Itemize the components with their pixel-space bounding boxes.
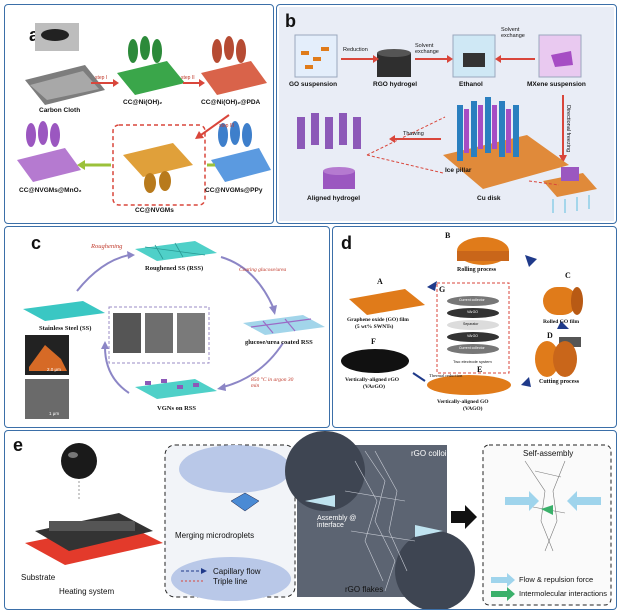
label-two-electrode: Two electrode system [453,359,492,364]
device-layer-5: Current collector [459,346,485,350]
arrow-solvent-exchange-1: Solvent exchange [415,43,439,55]
panel-d-graphic [341,237,583,395]
label-va-go-sub: (VAGO) [463,406,483,412]
panel-d: d A B C D E F G [332,226,617,428]
letter-C: C [565,271,571,280]
label-va-go: Vertically-aligned GO [437,399,489,405]
panel-label-b: b [285,11,296,31]
label-ethanol: Ethanol [459,81,483,88]
label-step1: step I [95,75,108,81]
label-rolling: Rolling process [457,267,497,273]
label-cc-nvgms-mno2: CC@NVGMs@MnO₂ [19,187,82,194]
panel-label-d: d [341,233,352,253]
letter-G: G [439,285,446,294]
label-rgo-flakes: rGO flakes [345,585,384,594]
label-thermal: Thermal reduction [429,373,463,378]
label-glucose-urea: glucose/urea coated RSS [245,339,313,346]
label-go-film: Graphene oxide (GO) film [347,317,409,323]
arrow-reduction: Reduction [343,47,368,53]
label-triple: Triple line [213,577,248,586]
letter-A: A [377,277,383,286]
letter-F: F [371,337,376,346]
label-cc-ni-oh2-pda: CC@Ni(OH)₂@PDA [201,99,261,106]
panel-e: e [4,430,617,610]
device-layer-3: Separator [463,322,479,326]
label-step2: step II [181,75,195,81]
label-go-film-sub: (5 wt% SWNTs) [355,324,394,330]
label-go-suspension: GO suspension [289,81,338,88]
arrow-anneal: 850 °C in argon 30 min [251,377,294,389]
panel-c: c Stainless Steel (SS) Roughened SS (RSS… [4,226,330,428]
label-flow-force: Flow & repulsion force [519,575,594,584]
arrow-coating: Coating glucose/urea [239,267,287,273]
letter-B: B [445,231,451,240]
device-layer-2: VArGO [467,310,479,314]
label-cc-nvgms-ppy: CC@NVGMs@PPy [205,187,263,194]
label-carbon-cloth: Carbon Cloth [39,107,81,114]
letter-E: E [477,365,483,374]
panel-label-c: c [31,233,42,253]
panel-label-e: e [13,435,24,455]
panel-e-graphic [25,431,612,609]
panel-a-graphic [17,23,271,206]
label-self-assembly: Self-assembly [523,449,574,458]
label-vgns-on-rss: VGNs on RSS [157,405,197,412]
label-rolled-go: Rolled GO film [543,319,580,325]
label-cc-ni-oh2: CC@Ni(OH)₂ [123,99,163,106]
arrow-roughening: Roughening [91,243,123,250]
label-intermolecular: Intermolecular interactions [519,589,607,598]
panel-b: b GO suspension RGO hydrogel Ethanol MXe… [276,4,617,224]
device-layer-1: Current collector [459,298,485,302]
label-aligned-hydrogel: Aligned hydrogel [307,195,361,202]
label-cu-disk: Cu disk [477,195,501,202]
panel-b-graphic [279,7,614,221]
scale-bar-afm: 2.0 μm [47,367,61,372]
label-cutting: Cutting process [539,379,580,385]
letter-D: D [547,331,553,340]
label-heating: Heating system [59,587,115,596]
label-va-rgo-sub: (VArGO) [363,384,385,390]
label-va-rgo: Vertically-aligned rGO [345,377,400,383]
label-roughened-ss: Roughened SS (RSS) [145,265,204,272]
device-layer-4: VArGO [467,334,479,338]
panel-c-graphic [23,241,325,419]
scale-bar-sem: 1 μm [49,411,60,416]
label-mxene-suspension: MXene suspension [527,81,586,88]
panel-a: a Carbon Cloth CC@Ni(OH)₂ [4,4,274,224]
label-rgo-hydrogel: RGO hydrogel [373,81,418,88]
label-ice-pillar: Ice pillar [445,167,472,174]
label-merging: Merging microdroplets [175,531,255,540]
label-substrate: Substrate [21,573,56,582]
label-cc-nvgms: CC@NVGMs [135,207,174,214]
arrow-directional-freezing: Directional freezing [565,105,571,153]
label-rgo-colloid: rGO colloid [411,449,452,458]
label-assembly: Assembly @ interface [317,515,357,529]
arrow-thawing: Thawing [403,131,424,137]
panel-label-a: a [29,25,40,45]
label-stainless-steel: Stainless Steel (SS) [39,325,92,332]
arrow-solvent-exchange-2: Solvent exchange [501,27,525,39]
label-step3: step III [219,123,235,129]
label-capillary: Capillary flow [213,567,261,576]
